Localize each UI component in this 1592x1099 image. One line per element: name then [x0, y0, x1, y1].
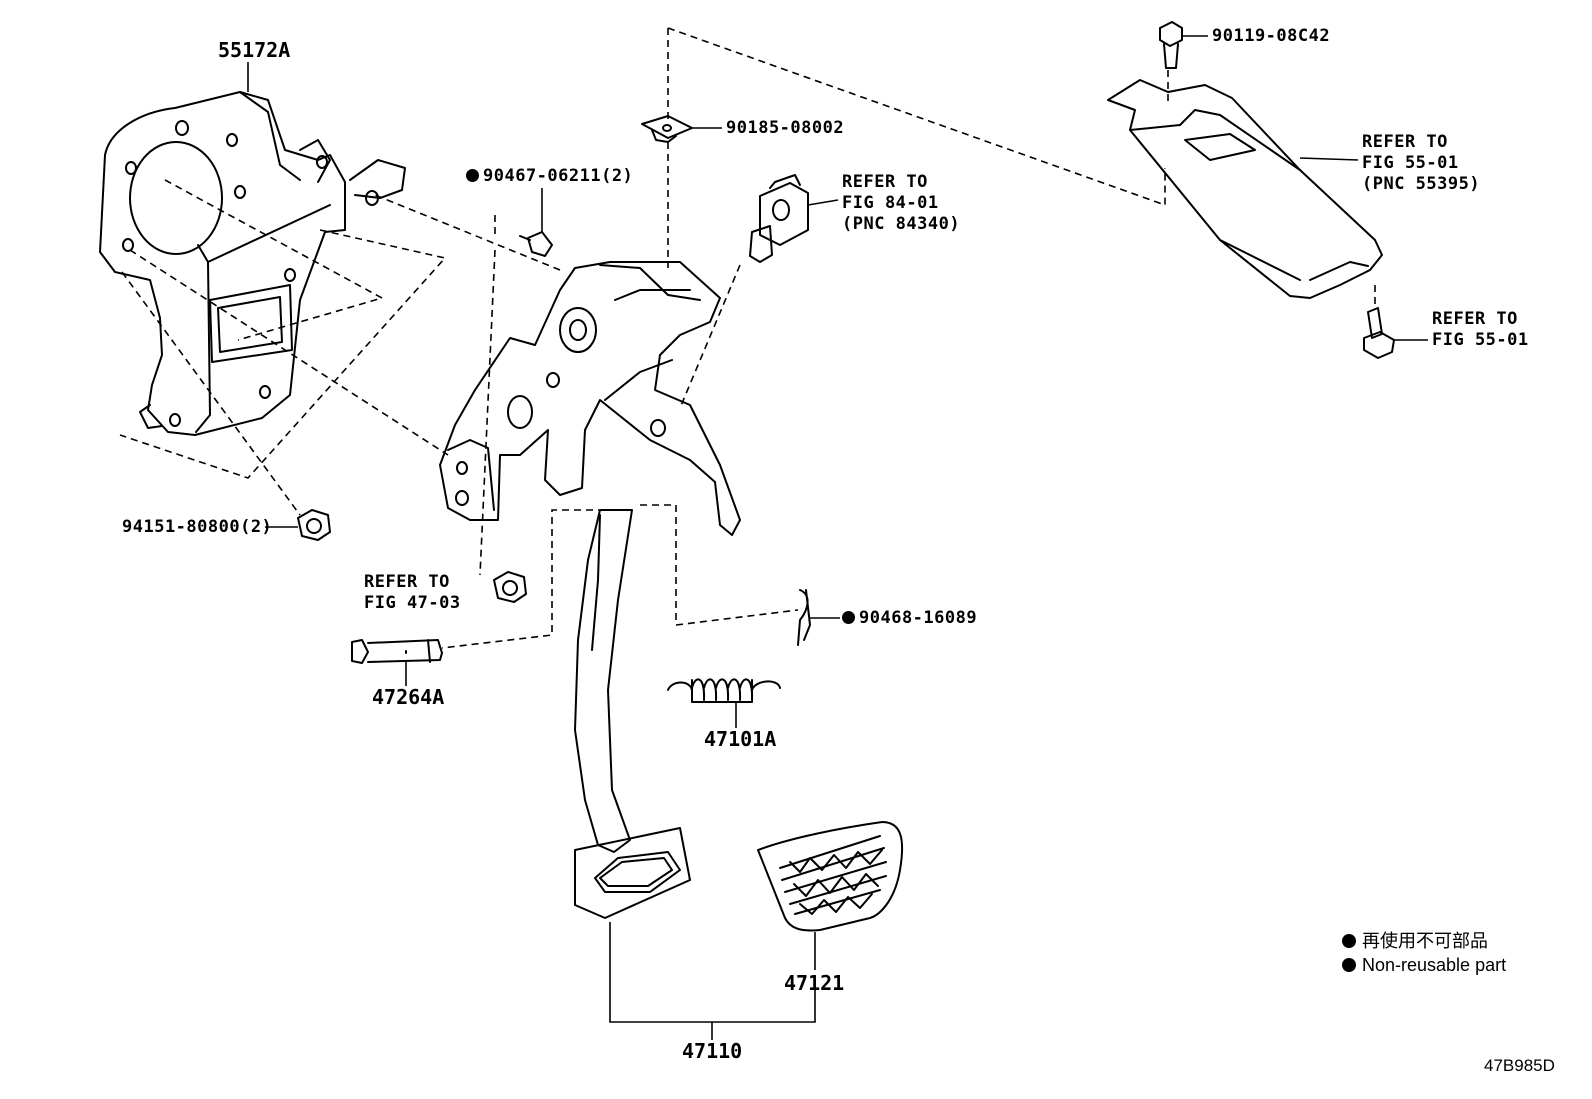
label-top-bolt: 90119-08C42 [1212, 26, 1331, 46]
label-bracket-nut-text: 94151-80800(2) [122, 517, 273, 537]
ref-cover-line-3: (PNC 55395) [1362, 174, 1481, 194]
label-cotter-pin: 90468-16089 [842, 608, 977, 629]
ref-cover-bolt-line-2: FIG 55-01 [1432, 330, 1529, 350]
label-bracket: 55172A [218, 38, 291, 62]
non-reusable-marker-icon [466, 169, 479, 182]
upper-clip [519, 231, 553, 257]
bracket-nut [297, 509, 331, 541]
label-clip-nut: 90185-08002 [726, 118, 845, 138]
legend-jp-text: 再使用不可部品 [1362, 931, 1488, 951]
non-reusable-marker-icon [1342, 934, 1356, 948]
top-bolt [1159, 21, 1183, 69]
label-spring: 47101A [704, 727, 777, 751]
stop-light-switch [749, 174, 809, 263]
non-reusable-marker-icon [1342, 958, 1356, 972]
ref-switch-line-2: FIG 84-01 [842, 193, 939, 213]
pedal-support [439, 261, 741, 536]
brake-pedal-arm [574, 509, 691, 919]
label-pedal-pad: 47121 [784, 971, 845, 995]
ref-lower-nut-line-2: FIG 47-03 [364, 593, 461, 613]
non-reusable-marker-icon [842, 611, 855, 624]
dashed-reference-lines [119, 27, 1376, 649]
pedal-bracket [99, 91, 406, 436]
label-bracket-nut: 94151-80800(2) [122, 517, 272, 538]
ref-cover-bolt-line-1: REFER TO [1432, 309, 1518, 329]
pedal-pad [757, 821, 904, 932]
label-pin: 47264A [372, 685, 445, 709]
ref-switch-line-3: (PNC 84340) [842, 214, 961, 234]
legend-row-en: Non-reusable part [1342, 953, 1506, 977]
legend-en-text: Non-reusable part [1362, 955, 1507, 975]
label-upper-clip: 90467-06211(2) [466, 166, 633, 187]
ref-cover-line-1: REFER TO [1362, 132, 1448, 152]
clip-nut [641, 115, 693, 143]
ref-cover-line-2: FIG 55-01 [1362, 153, 1459, 173]
pin-part [351, 639, 443, 664]
label-pedal-assy: 47110 [682, 1039, 743, 1063]
legend-row-jp: 再使用不可部品 [1342, 929, 1506, 953]
lower-nut [493, 571, 527, 603]
label-upper-clip-text: 90467-06211(2) [483, 166, 634, 186]
label-cotter-pin-text: 90468-16089 [859, 608, 978, 628]
clip-pin [797, 589, 811, 646]
ref-lower-nut-line-1: REFER TO [364, 572, 450, 592]
ref-switch-line-1: REFER TO [842, 172, 928, 192]
pedal-cover [1107, 79, 1383, 299]
figure-id: 47B985D [1484, 1056, 1555, 1075]
legend: 再使用不可部品 Non-reusable part [1342, 929, 1506, 977]
return-spring [667, 678, 781, 703]
cover-bolt [1363, 307, 1395, 359]
leader-lines [247, 35, 1428, 1040]
